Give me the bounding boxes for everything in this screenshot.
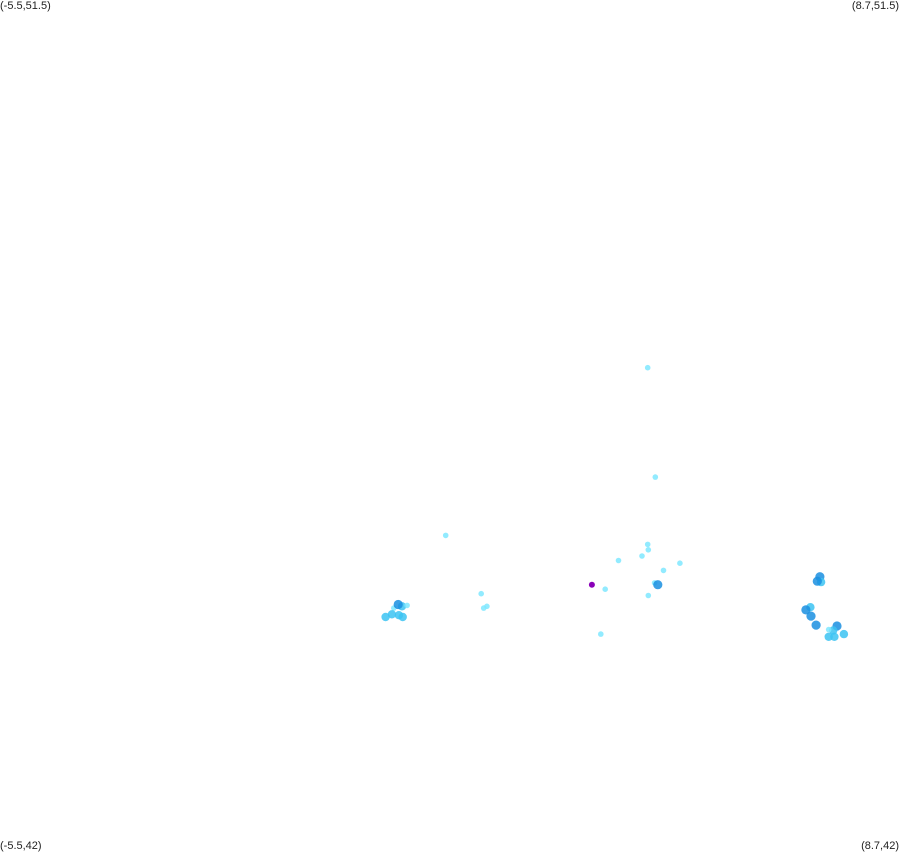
map-point[interactable] [387, 610, 397, 619]
corner-label-top-left: (-5.5,51.5) [0, 0, 51, 12]
map-point[interactable] [652, 474, 659, 480]
map-point[interactable] [381, 612, 390, 622]
map-point[interactable] [811, 620, 821, 630]
map-point[interactable] [602, 586, 608, 592]
corner-label-bottom-right: (8.7,42) [861, 840, 899, 852]
corner-label-bottom-left: (-5.5,42) [0, 840, 42, 852]
map-point[interactable] [677, 560, 683, 566]
map-point[interactable] [615, 557, 622, 564]
map-point[interactable] [639, 553, 645, 559]
map-point[interactable] [660, 567, 667, 574]
map-point[interactable] [839, 629, 849, 639]
map-point[interactable] [801, 605, 811, 615]
map-point[interactable] [645, 592, 652, 599]
map-point[interactable] [588, 581, 595, 588]
map-point[interactable] [398, 612, 407, 622]
map-point[interactable] [480, 605, 487, 611]
map-point[interactable] [393, 599, 403, 610]
points-layer [381, 364, 849, 641]
map-point[interactable] [825, 626, 832, 633]
map-point[interactable] [806, 611, 816, 621]
map-point[interactable] [478, 590, 485, 597]
map-point[interactable] [404, 602, 410, 609]
map-point[interactable] [812, 576, 822, 586]
map-point[interactable] [645, 547, 652, 553]
map-point[interactable] [644, 541, 651, 548]
map-point[interactable] [598, 631, 604, 637]
map-point[interactable] [830, 632, 839, 641]
map-point[interactable] [442, 532, 449, 539]
map-point[interactable] [644, 364, 651, 371]
map-point[interactable] [653, 580, 663, 590]
corner-label-top-right: (8.7,51.5) [851, 0, 899, 12]
